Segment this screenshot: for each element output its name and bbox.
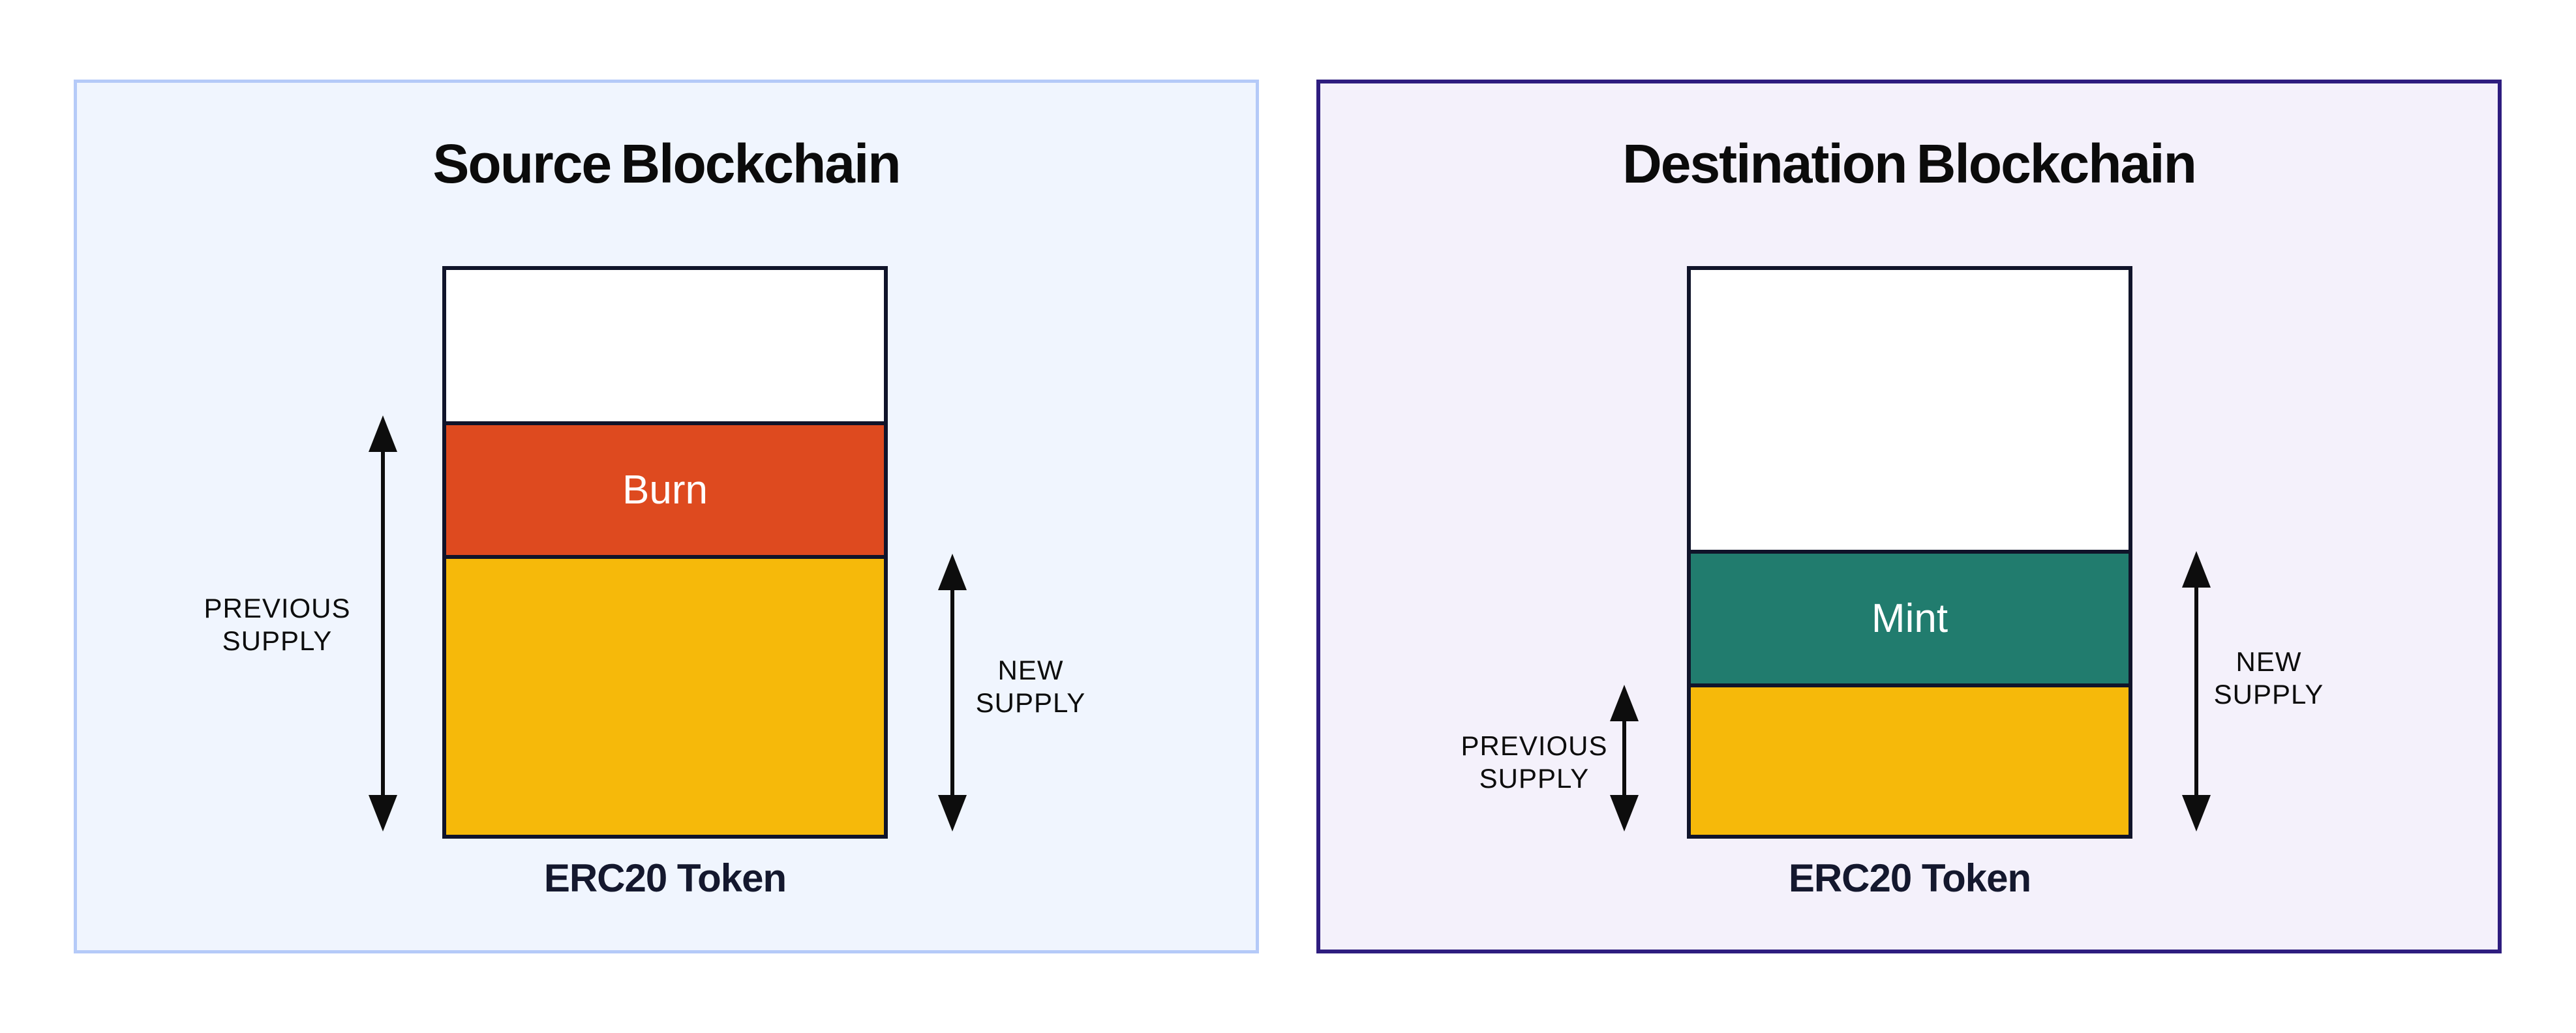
destination-new-supply-label-line2: SUPPLY bbox=[2213, 679, 2324, 710]
arrow-shaft bbox=[381, 449, 385, 798]
arrow-up-icon bbox=[938, 554, 967, 590]
mint-segment-label: Mint bbox=[1871, 595, 1948, 641]
source-token-bar: Burn bbox=[442, 266, 888, 839]
arrow-down-icon bbox=[1610, 795, 1639, 831]
destination-new-supply-label-line1: NEW bbox=[2235, 646, 2302, 677]
source-previous-supply-arrow bbox=[369, 415, 397, 831]
destination-empty-segment bbox=[1691, 270, 2129, 550]
arrow-down-icon bbox=[369, 795, 397, 831]
source-new-supply-label-line2: SUPPLY bbox=[975, 687, 1086, 718]
burn-segment-label: Burn bbox=[622, 467, 708, 513]
arrow-shaft bbox=[2194, 585, 2198, 798]
destination-previous-supply-segment bbox=[1691, 683, 2129, 835]
destination-previous-supply-label: PREVIOUS SUPPLY bbox=[1404, 730, 1665, 795]
arrow-down-icon bbox=[938, 795, 967, 831]
destination-panel-title: Destination Blockchain bbox=[1622, 133, 2197, 194]
destination-previous-supply-arrow bbox=[1610, 685, 1639, 831]
source-burn-segment: Burn bbox=[446, 421, 884, 555]
arrow-up-icon bbox=[369, 415, 397, 452]
destination-previous-supply-label-line2: SUPPLY bbox=[1479, 763, 1590, 794]
source-empty-segment bbox=[446, 270, 884, 421]
arrow-shaft bbox=[950, 588, 954, 798]
destination-previous-supply-label-line1: PREVIOUS bbox=[1461, 730, 1608, 761]
destination-new-supply-label: NEW SUPPLY bbox=[2171, 646, 2367, 711]
destination-token-bar: Mint bbox=[1687, 266, 2132, 839]
source-previous-supply-label-line2: SUPPLY bbox=[222, 625, 333, 656]
source-new-supply-arrow bbox=[938, 554, 967, 831]
destination-token-caption: ERC20 Token bbox=[1788, 856, 2031, 900]
source-new-supply-label: NEW SUPPLY bbox=[933, 654, 1129, 719]
arrow-up-icon bbox=[2182, 551, 2211, 588]
arrow-up-icon bbox=[1610, 685, 1639, 721]
arrow-down-icon bbox=[2182, 795, 2211, 831]
source-panel-title: Source Blockchain bbox=[432, 133, 901, 194]
source-token-caption: ERC20 Token bbox=[543, 856, 787, 900]
destination-new-supply-arrow bbox=[2182, 551, 2211, 831]
arrow-shaft bbox=[1622, 719, 1626, 798]
source-previous-supply-label-line1: PREVIOUS bbox=[204, 593, 351, 623]
source-new-supply-label-line1: NEW bbox=[997, 655, 1064, 685]
source-remaining-supply-segment bbox=[446, 555, 884, 835]
source-previous-supply-label: PREVIOUS SUPPLY bbox=[147, 592, 408, 657]
destination-mint-segment: Mint bbox=[1691, 550, 2129, 683]
